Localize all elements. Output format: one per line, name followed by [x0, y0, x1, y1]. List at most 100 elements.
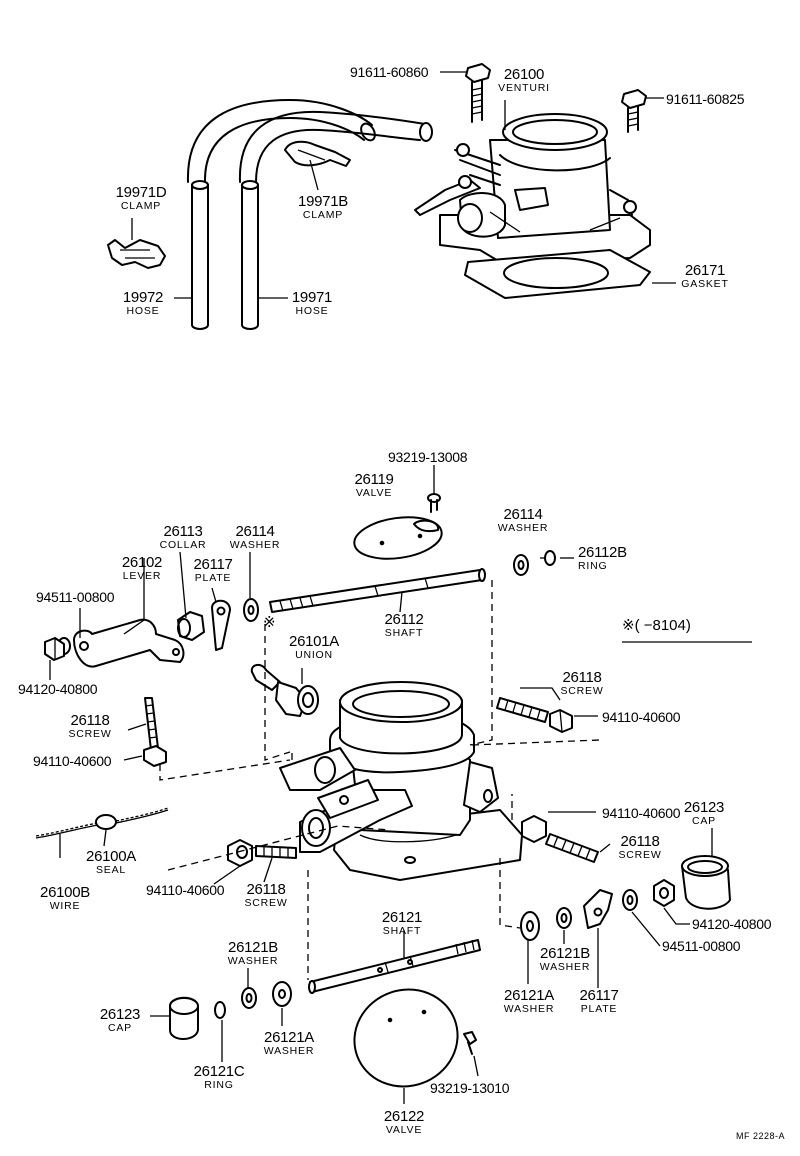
- part-number: 26121: [381, 909, 423, 926]
- part-number: 19971: [291, 289, 333, 306]
- part-label-26171: 26171 GASKET: [674, 263, 736, 290]
- bolt-91611-60825: [621, 89, 647, 133]
- part-label-26112b: 26112B RING: [578, 545, 648, 572]
- part-name: RING: [578, 560, 608, 572]
- part-label-26117-right: 26117 PLATE: [570, 988, 628, 1015]
- part-label-26121: 26121 SHAFT: [370, 910, 434, 937]
- part-name: PLATE: [194, 572, 232, 584]
- part-name: SHAFT: [384, 627, 424, 639]
- part-name: WASHER: [227, 955, 279, 967]
- part-label-26118-right-top: 26118 SCREW: [552, 670, 612, 697]
- part-label-94110-40600-left: 94110-40600: [33, 753, 112, 769]
- washer-26121a-left: [272, 981, 292, 1007]
- part-label-94511-00800-right: 94511-00800: [662, 938, 741, 954]
- lever-26102: [73, 618, 185, 668]
- part-name: VALVE: [385, 1124, 423, 1136]
- screw-26118-right-top: [496, 697, 549, 723]
- part-label-26112: 26112 SHAFT: [372, 612, 436, 639]
- part-number: 26114: [235, 523, 275, 540]
- part-label-26122: 26122 VALVE: [372, 1109, 436, 1136]
- bent-hose-left: [186, 99, 376, 183]
- part-label-26121b-left: 26121B WASHER: [218, 940, 288, 967]
- part-label-93219-13010: 93219-13010: [430, 1080, 510, 1096]
- cap-26123-right: [681, 855, 731, 910]
- part-label-26113: 26113 COLLAR: [150, 524, 216, 551]
- part-label-94110-40600-right-top: 94110-40600: [602, 709, 681, 725]
- part-number: 26118: [70, 712, 110, 729]
- part-number: 26114: [503, 506, 543, 523]
- part-label-26100: 26100 VENTURI: [486, 67, 562, 94]
- clamp-19971d: [107, 239, 166, 269]
- part-label-94110-40600-right-mid: 94110-40600: [602, 805, 681, 821]
- washer-26114-right: [513, 554, 529, 576]
- shaft-26112: [269, 568, 486, 613]
- part-name: WIRE: [49, 900, 81, 912]
- shaft-26121: [308, 939, 481, 994]
- part-label-19971b: 19971B CLAMP: [288, 194, 358, 221]
- part-number: 26117: [193, 556, 233, 573]
- washer-26121b-left: [241, 987, 257, 1009]
- part-label-26101a: 26101A UNION: [276, 634, 352, 661]
- hose-19971: [241, 180, 259, 330]
- wire-26100b: [35, 807, 169, 839]
- cap-26123-left: [169, 996, 199, 1040]
- part-name: HOSE: [295, 305, 329, 317]
- part-number: 26100B: [40, 884, 90, 901]
- part-label-19971d: 19971D CLAMP: [106, 185, 176, 212]
- part-number: 26122: [383, 1108, 425, 1125]
- screw-26118-right-mid: [545, 833, 599, 863]
- part-label-26121b-right: 26121B WASHER: [530, 946, 600, 973]
- part-label-26119: 26119 VALVE: [343, 472, 405, 499]
- part-number: 26121A: [264, 1029, 314, 1046]
- hose-19972: [191, 180, 209, 330]
- part-label-94120-40800: 94120-40800: [18, 681, 98, 697]
- part-label-26123-left: 26123 CAP: [92, 1007, 148, 1034]
- part-name: RING: [204, 1079, 234, 1091]
- nut-94110-40600-right-mid: [521, 815, 547, 843]
- screw-26118-bottom: [255, 845, 297, 859]
- part-name: CAP: [692, 815, 716, 827]
- part-number: 26123: [683, 799, 725, 816]
- plate-26117-left: [211, 599, 231, 651]
- part-name: VENTURI: [498, 82, 550, 94]
- assembly-lines: [159, 580, 601, 980]
- part-number: 26112: [384, 611, 424, 628]
- union-26101a: [250, 664, 319, 717]
- part-label-93219-13008: 93219-13008: [388, 449, 468, 465]
- part-name: WASHER: [263, 1045, 315, 1057]
- part-number: 26121B: [228, 939, 278, 956]
- nut-94110-40600-bottom: [227, 839, 253, 867]
- part-number: 26100: [503, 66, 545, 83]
- part-number: 26121B: [540, 945, 590, 962]
- part-name: SCREW: [618, 849, 662, 861]
- part-label-26118-left: 26118 SCREW: [60, 713, 120, 740]
- nut-94110-40600-right-top: [549, 709, 573, 733]
- valve-26119: [353, 516, 443, 560]
- part-name: PLATE: [580, 1003, 618, 1015]
- part-number: 26119: [354, 471, 394, 488]
- bolt-91611-60860: [465, 63, 491, 123]
- part-label-26117-left: 26117 PLATE: [183, 557, 243, 584]
- plate-26117-right: [583, 889, 613, 929]
- applicability-note: ※( −8104): [622, 617, 691, 634]
- part-number: 26171: [684, 262, 726, 279]
- part-number: 26112B: [578, 544, 627, 561]
- part-name: GASKET: [681, 278, 729, 290]
- part-name: SHAFT: [382, 925, 422, 937]
- nut-94120-40800-right: [653, 879, 675, 907]
- part-name: WASHER: [229, 539, 281, 551]
- part-label-26100a: 26100A SEAL: [76, 849, 146, 876]
- part-label-91611-60825: 91611-60825: [666, 91, 745, 107]
- part-label-94511-00800: 94511-00800: [36, 589, 115, 605]
- screw-93219-13010: [463, 1031, 477, 1055]
- part-number: 26123: [99, 1006, 141, 1023]
- nut-94110-40600-left: [143, 745, 167, 767]
- part-name: SEAL: [95, 864, 127, 876]
- part-number: 26100A: [86, 848, 136, 865]
- part-label-94110-40600-bottom: 94110-40600: [146, 882, 225, 898]
- clamp-19971b: [284, 140, 351, 167]
- part-name: SCREW: [244, 897, 288, 909]
- part-name: WASHER: [503, 1003, 555, 1015]
- ring-26121c: [214, 1001, 226, 1019]
